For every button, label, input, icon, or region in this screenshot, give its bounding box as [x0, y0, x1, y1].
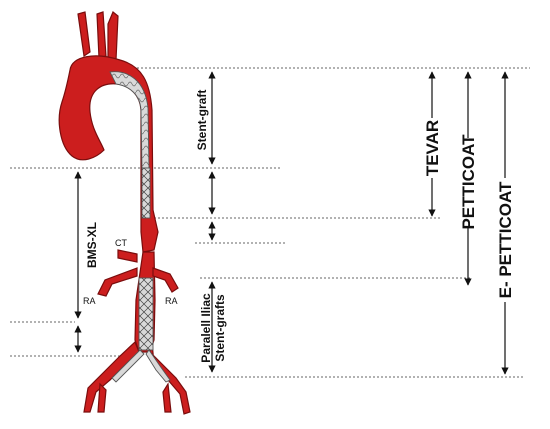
- left-internal-iliac: [97, 382, 107, 413]
- iliac-label-line1: Paralell Iliac: [199, 293, 213, 363]
- right-renal-artery: [152, 267, 179, 293]
- bms-xl-label: BMS-XL: [85, 222, 99, 268]
- right-iliac-stent-graft: [145, 349, 171, 383]
- right-internal-iliac: [162, 382, 172, 413]
- aorta-illustration: [58, 11, 191, 415]
- e-petticoat-measure: E- PETTICOAT: [496, 71, 515, 375]
- tevar-measure: TEVAR: [423, 71, 442, 217]
- stent-graft-label: Stent-graft: [195, 90, 209, 151]
- middle-branch-vessel: [96, 11, 107, 59]
- tevar-label: TEVAR: [423, 120, 442, 176]
- left-renal-artery: [97, 267, 138, 297]
- aortic-arch: [58, 55, 159, 253]
- left-branch-vessel: [77, 11, 91, 58]
- stent-graft-measure: Stent-graft: [195, 71, 216, 241]
- right-branch-vessel: [107, 11, 119, 61]
- stent-graft-device: [109, 71, 171, 383]
- ra-right-label: RA: [165, 296, 178, 306]
- bms-xl-measure: BMS-XL: [74, 171, 99, 353]
- e-petticoat-label: E- PETTICOAT: [496, 181, 515, 298]
- level-lines: [10, 67, 530, 378]
- left-iliac-artery: [83, 340, 140, 413]
- iliac-stent-graft-measure: Paralell Iliac Stent-grafts: [199, 281, 227, 373]
- ra-left-label: RA: [83, 296, 96, 306]
- celiac-trunk: [117, 249, 138, 263]
- left-iliac-stent-graft: [111, 349, 145, 383]
- petticoat-measure: PETTICOAT: [459, 71, 478, 286]
- ct-label: CT: [115, 238, 127, 248]
- petticoat-label: PETTICOAT: [459, 134, 478, 230]
- iliac-label-line2: Stent-grafts: [213, 294, 227, 362]
